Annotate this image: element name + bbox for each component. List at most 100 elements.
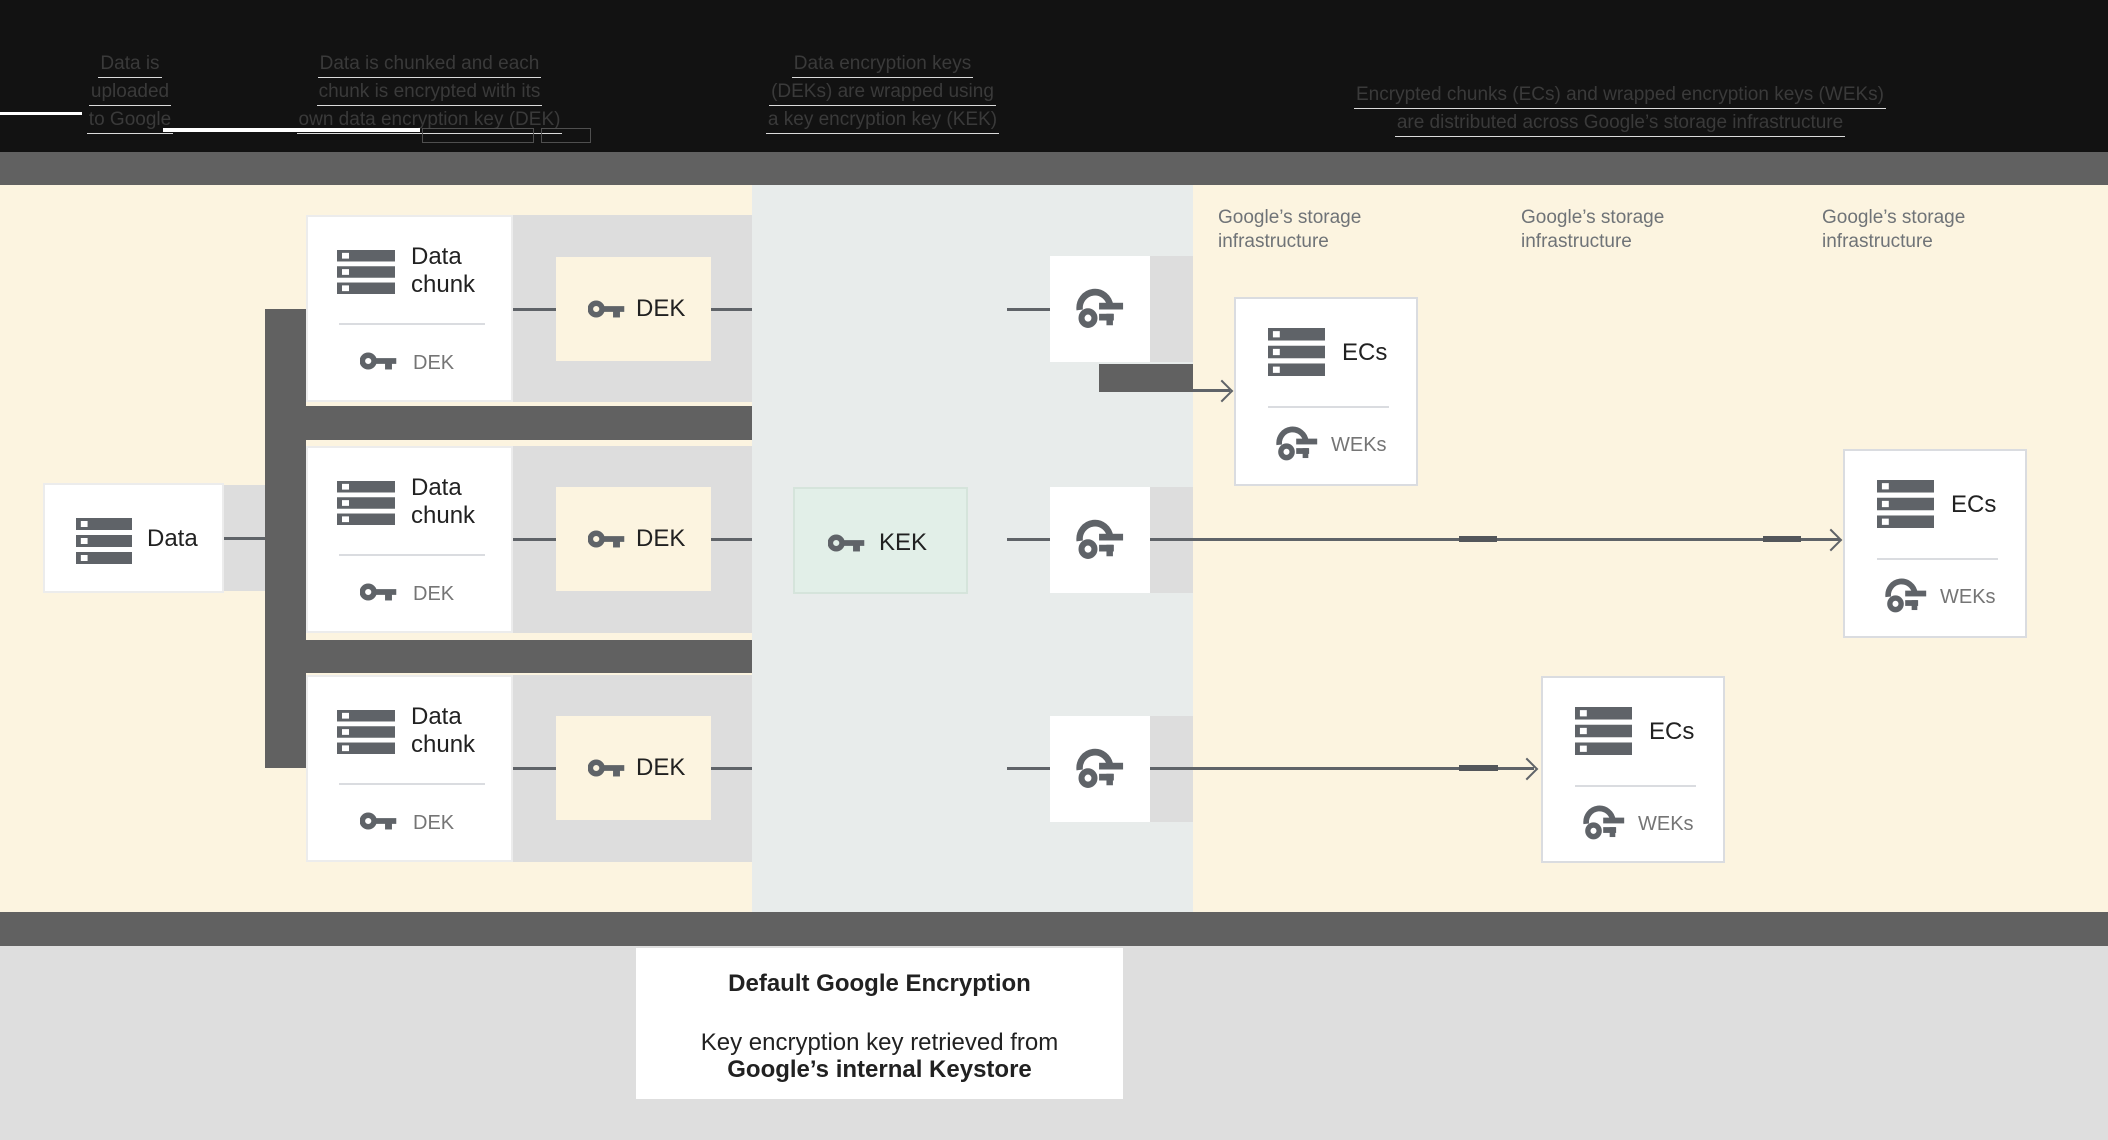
divider xyxy=(1877,558,1998,560)
key-icon xyxy=(588,757,626,779)
arrow-overlap-segment xyxy=(1459,765,1498,771)
header-text: Data is chunked and each xyxy=(317,52,542,78)
wrapped-key-icon xyxy=(1076,518,1124,562)
top-separator-band xyxy=(0,152,2108,185)
header-step-upload: Data is uploaded to Google xyxy=(60,50,200,134)
data-icon xyxy=(1268,328,1325,376)
storage-infrastructure-label: Google’s storage infrastructure xyxy=(1822,206,1965,254)
encrypted-chunks-box: ECs WEKs xyxy=(1843,449,2027,638)
dek-box: DEK xyxy=(556,487,711,591)
storage-label-line: infrastructure xyxy=(1218,231,1329,252)
header-text: (DEKs) are wrapped using xyxy=(769,80,996,106)
connector-line xyxy=(512,538,556,541)
header-text: Encrypted chunks (ECs) and wrapped encry… xyxy=(1354,83,1886,109)
wrapped-key-icon xyxy=(1076,287,1124,331)
split-connector-vertical-bar xyxy=(265,309,306,768)
storage-label-line: Google’s storage xyxy=(1822,207,1966,228)
header-text: Data encryption keys xyxy=(791,52,974,78)
chunk-dek-label: DEK xyxy=(413,352,455,374)
weks-label: WEKs xyxy=(1638,813,1694,835)
ecs-label: ECs xyxy=(1951,491,1997,518)
caption-title: Default Google Encryption xyxy=(728,970,1031,997)
connector-line xyxy=(1007,308,1050,311)
split-connector-band-2 xyxy=(265,640,752,673)
key-icon xyxy=(360,350,398,372)
data-icon xyxy=(76,518,132,564)
artifact-streak xyxy=(163,128,420,132)
data-chunk-box: Data chunk DEK xyxy=(306,446,513,633)
key-icon xyxy=(360,810,398,832)
connector-line-data xyxy=(217,537,266,540)
encrypted-chunks-box: ECs WEKs xyxy=(1234,297,1418,486)
ecs-label: ECs xyxy=(1649,718,1695,745)
header-text: chunk is encrypted with its xyxy=(316,80,543,106)
header-text: to Google xyxy=(86,108,174,134)
dek-box: DEK xyxy=(556,716,711,820)
data-icon xyxy=(1575,707,1632,755)
header-text: uploaded xyxy=(88,80,172,106)
divider xyxy=(1575,785,1696,787)
arrowhead-icon xyxy=(1515,757,1539,781)
artifact-streak xyxy=(0,112,82,115)
wrapped-key-box xyxy=(1050,716,1150,822)
header-text: are distributed across Google’s storage … xyxy=(1394,111,1846,137)
weks-label: WEKs xyxy=(1331,434,1387,456)
header-step-wrapping: Data encryption keys (DEKs) are wrapped … xyxy=(725,50,1040,134)
weks-label: WEKs xyxy=(1940,586,1996,608)
wrapped-key-tail-panel xyxy=(1150,256,1193,362)
connector-line xyxy=(711,538,752,541)
ecs-label: ECs xyxy=(1342,339,1388,366)
artifact-outline-box xyxy=(422,128,534,143)
header-text: a key encryption key (KEK) xyxy=(765,108,1000,134)
connector-line xyxy=(512,308,556,311)
arrow-line-1 xyxy=(1193,389,1230,392)
arrowhead-icon xyxy=(1210,379,1234,403)
divider xyxy=(339,323,485,325)
header-text: Data is xyxy=(98,52,162,78)
wrapped-key-box xyxy=(1050,256,1150,362)
distribution-thick-bar xyxy=(1099,364,1193,392)
connector-line xyxy=(1007,767,1050,770)
storage-infrastructure-label: Google’s storage infrastructure xyxy=(1218,206,1361,254)
data-icon xyxy=(1877,480,1934,528)
arrow-overlap-segment xyxy=(1459,536,1497,542)
arrowhead-icon xyxy=(1819,528,1843,552)
storage-infrastructure-label: Google’s storage infrastructure xyxy=(1521,206,1664,254)
data-chunk-title: Data chunk xyxy=(411,703,476,758)
kek-box-label: KEK xyxy=(879,529,928,556)
storage-label-line: Google’s storage xyxy=(1521,207,1665,228)
connector-line xyxy=(1007,538,1050,541)
wrapped-key-icon xyxy=(1276,425,1318,463)
artifact-outline-box xyxy=(541,128,591,143)
arrow-line-3 xyxy=(1150,767,1534,770)
key-icon xyxy=(360,581,398,603)
key-icon xyxy=(588,298,626,320)
key-icon xyxy=(588,528,626,550)
header-step-distribution: Encrypted chunks (ECs) and wrapped encry… xyxy=(1290,81,1950,137)
data-icon xyxy=(337,250,395,294)
caption-line-bold: Google’s internal Keystore xyxy=(727,1056,1032,1083)
wrapped-key-icon xyxy=(1076,747,1124,791)
connector-line xyxy=(512,767,556,770)
storage-label-line: infrastructure xyxy=(1822,231,1933,252)
data-icon xyxy=(337,710,395,754)
chunk-dek-label: DEK xyxy=(413,812,455,834)
divider xyxy=(339,783,485,785)
bottom-separator-band xyxy=(0,912,2108,946)
dek-box: DEK xyxy=(556,257,711,361)
arrow-overlap-segment xyxy=(1763,536,1801,542)
dek-box-label: DEK xyxy=(636,525,686,552)
dek-box-label: DEK xyxy=(636,295,686,322)
key-icon xyxy=(828,532,866,554)
data-icon xyxy=(337,481,395,525)
chunk-dek-label: DEK xyxy=(413,583,455,605)
divider xyxy=(339,554,485,556)
data-chunk-box: Data chunk DEK xyxy=(306,675,513,862)
split-connector-band-1 xyxy=(265,406,752,440)
data-chunk-title: Data chunk xyxy=(411,474,476,529)
encrypted-chunks-box: ECs WEKs xyxy=(1541,676,1725,863)
wrapped-key-icon xyxy=(1583,804,1625,842)
kek-box: KEK xyxy=(793,487,968,594)
wrapped-key-box xyxy=(1050,487,1150,593)
